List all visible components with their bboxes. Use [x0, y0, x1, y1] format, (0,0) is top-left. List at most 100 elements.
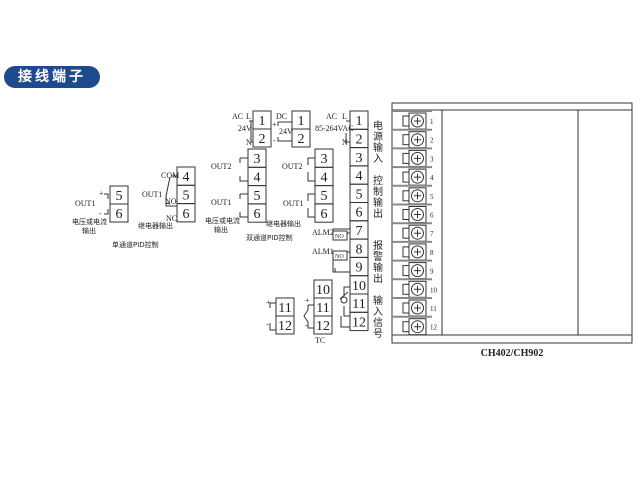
terminal-number: 11 [352, 297, 365, 312]
plus-sign: + [266, 298, 271, 307]
terminal-number: 12 [316, 319, 330, 334]
dual-ac-power: AC L 24V N [232, 112, 253, 147]
group-label: 控制输出 [371, 174, 383, 219]
terminal-number: 3 [321, 152, 328, 167]
terminal-number: 7 [356, 224, 363, 239]
single-relay-output: COM OUT1 NO NC 继电器输出 [138, 171, 179, 230]
screw-icon [411, 208, 424, 221]
terminal-cell [247, 203, 267, 223]
desc: 继电器输出 [266, 219, 301, 228]
device-terminal-number: 7 [430, 230, 434, 238]
device-terminal: 7 [392, 222, 434, 242]
tc-input-wiring: + - TC [303, 296, 325, 345]
device-terminal-number: 5 [430, 193, 434, 201]
terminal-cell [314, 203, 334, 223]
device-terminal: 9 [392, 259, 434, 280]
desc-line1: 电压或电流 [72, 217, 107, 226]
screw-icon [411, 189, 424, 203]
screw-icon [411, 133, 424, 147]
terminal-blocks: 5645612123456345612345678910111211121011… [109, 110, 369, 335]
device-terminal: 11 [392, 297, 437, 317]
terminal-number: 6 [254, 207, 261, 222]
out1-label: OUT1 [283, 199, 303, 208]
screw-icon [411, 320, 424, 334]
terminal-number: 4 [356, 169, 363, 184]
terminal-number: 2 [356, 132, 363, 147]
single-channel-caption: 单通道PID控制 [112, 240, 159, 249]
ac-label: AC [232, 112, 243, 121]
terminal-cell [109, 203, 129, 223]
terminal-number: 2 [259, 132, 266, 147]
out1-label: OUT1 [211, 198, 231, 207]
voltage-label: 85-264VAC [315, 124, 354, 133]
section-title-badge: 接线端子 [4, 66, 100, 88]
main-power: AC L 85-264VAC N [315, 112, 354, 147]
single-voltage-output: OUT1 + - 电压或电流 输出 [72, 189, 109, 235]
device-terminal-number: 1 [430, 118, 434, 126]
device-terminal: 6 [392, 203, 434, 223]
terminal-number: 2 [298, 132, 305, 147]
single-relay-terminal-block: 4 5 6 [176, 166, 196, 223]
minus-sign: - [273, 136, 276, 145]
l-label: L [342, 112, 347, 121]
terminal-number: 1 [298, 114, 305, 129]
device-terminal-number: 3 [430, 155, 434, 163]
terminal-number: 3 [356, 151, 363, 166]
device-terminal-number: 12 [430, 324, 438, 332]
out2-label: OUT2 [282, 162, 302, 171]
alm2-label: ALM2 [312, 228, 334, 237]
n-label: N [246, 138, 252, 147]
dual-relay-output: OUT2 OUT1 继电器输出 [266, 157, 315, 228]
group-label: 报警输出 [371, 239, 383, 284]
screw-icon [411, 245, 424, 259]
out1-label: OUT1 [75, 199, 95, 208]
device-terminal: 5 [392, 184, 434, 205]
terminal-number: 11 [316, 301, 329, 316]
terminal-number: 6 [356, 206, 363, 221]
dc-label: DC [276, 112, 287, 121]
device-terminal-number: 2 [430, 137, 434, 145]
terminal-number: 8 [356, 242, 363, 257]
alarm-wiring: ALM2 ALM1 NO NO [312, 228, 350, 273]
terminal-number: 3 [254, 152, 261, 167]
screw-icon [411, 282, 424, 296]
voltage-label: 24V [279, 127, 293, 136]
group-label: 电源输入 [371, 119, 383, 164]
plus-sign: + [99, 189, 104, 198]
device-terminal: 10 [392, 278, 438, 298]
terminal-number: 4 [183, 170, 190, 185]
com-label: COM [161, 171, 179, 180]
terminal-cell [252, 128, 272, 148]
device-terminal-number: 9 [430, 268, 434, 276]
tc-label: TC [315, 336, 325, 345]
device-terminal-number: 11 [430, 305, 437, 313]
desc-line2: 输出 [214, 225, 228, 234]
single-voltage-terminal-block: 56 [109, 185, 129, 223]
terminal-number: 6 [321, 207, 328, 222]
terminal-number: 4 [254, 170, 261, 185]
screw-icon [411, 114, 424, 128]
terminal-number: 6 [183, 207, 190, 222]
terminal-number: 1 [356, 114, 363, 129]
device-terminal-number: 6 [430, 212, 434, 220]
dual-voltage-terminal-block: 3 4 5 6 [247, 148, 267, 223]
no-label: NO [165, 197, 177, 206]
device-terminal: 3 [392, 147, 434, 167]
minus-sign: - [305, 321, 308, 330]
terminal-cell [349, 311, 369, 332]
terminal-number: 5 [183, 188, 190, 203]
terminal-number: 5 [254, 189, 261, 204]
device-terminal: 12 [392, 315, 438, 336]
desc: 继电器输出 [138, 221, 173, 230]
terminal-cell [176, 203, 196, 223]
voltage-label: 24V [238, 124, 252, 133]
minus-sign: - [266, 320, 269, 329]
linear-input-wiring: + - [266, 298, 276, 331]
screw-icon [411, 301, 424, 315]
terminal-number: 1 [259, 114, 266, 129]
rtd-wiring [339, 286, 350, 328]
